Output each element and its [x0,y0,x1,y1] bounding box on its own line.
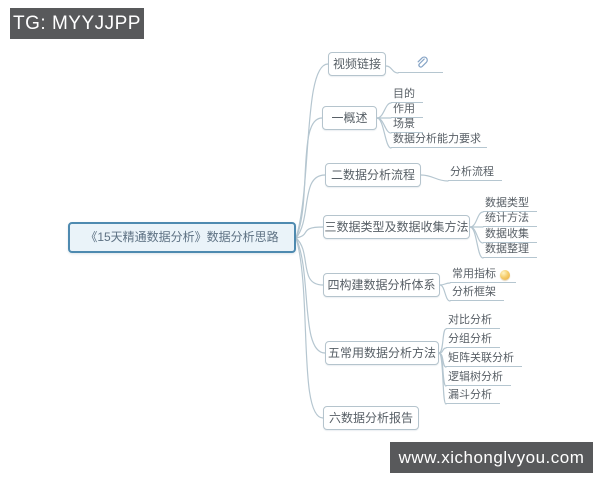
leaf-node[interactable]: 数据类型 [483,196,537,212]
leaf-node[interactable]: 数据整理 [483,242,537,258]
leaf-label: 对比分析 [448,314,492,326]
leaf-label: 统计方法 [485,212,529,224]
leaf-node[interactable]: 目的 [391,87,423,103]
leaf-node[interactable]: 数据分析能力要求 [391,132,487,148]
paperclip-icon[interactable] [400,56,443,72]
branch-overview[interactable]: 一概述 [322,106,377,130]
leaf-node[interactable]: 场景 [391,117,423,133]
crystal-ball-icon [500,270,510,280]
leaf-label: 分组分析 [448,333,492,345]
leaf-label: 数据类型 [485,197,529,209]
leaf-attachment[interactable] [398,56,443,73]
branch-analysis-methods[interactable]: 五常用数据分析方法 [325,341,439,365]
leaf-node[interactable]: 常用指标 [450,267,516,283]
leaf-label: 漏斗分析 [448,389,492,401]
leaf-label: 矩阵关联分析 [448,352,514,364]
branch-analysis-system[interactable]: 四构建数据分析体系 [323,273,440,297]
leaf-node[interactable]: 分析流程 [448,165,502,181]
leaf-label: 场景 [393,118,415,130]
leaf-label: 数据收集 [485,228,529,240]
leaf-label: 作用 [393,103,415,115]
watermark-top: TG: MYYJJPP [10,8,144,39]
leaf-node[interactable]: 矩阵关联分析 [446,351,522,367]
leaf-label: 分析流程 [450,166,494,178]
branch-analysis-process[interactable]: 二数据分析流程 [325,163,421,187]
branch-analysis-report[interactable]: 六数据分析报告 [323,406,419,430]
leaf-node[interactable]: 作用 [391,102,423,118]
root-node[interactable]: 《15天精通数据分析》数据分析思路 [68,222,296,253]
leaf-node[interactable]: 漏斗分析 [446,388,500,404]
leaf-label: 数据整理 [485,243,529,255]
leaf-label: 数据分析能力要求 [393,133,481,145]
leaf-label: 目的 [393,88,415,100]
leaf-node[interactable]: 统计方法 [483,211,537,227]
watermark-bottom: www.xichonglvyou.com [390,442,593,473]
leaf-label: 逻辑树分析 [448,371,503,383]
leaf-node[interactable]: 对比分析 [446,313,500,329]
leaf-node[interactable]: 逻辑树分析 [446,370,511,386]
branch-video-link[interactable]: 视频链接 [328,52,386,76]
branch-data-types-collection[interactable]: 三数据类型及数据收集方法 [323,215,470,239]
leaf-node[interactable]: 分组分析 [446,332,500,348]
leaf-node[interactable]: 分析框架 [450,285,504,301]
leaf-node[interactable]: 数据收集 [483,227,537,243]
leaf-label: 常用指标 [452,268,496,280]
leaf-label: 分析框架 [452,286,496,298]
